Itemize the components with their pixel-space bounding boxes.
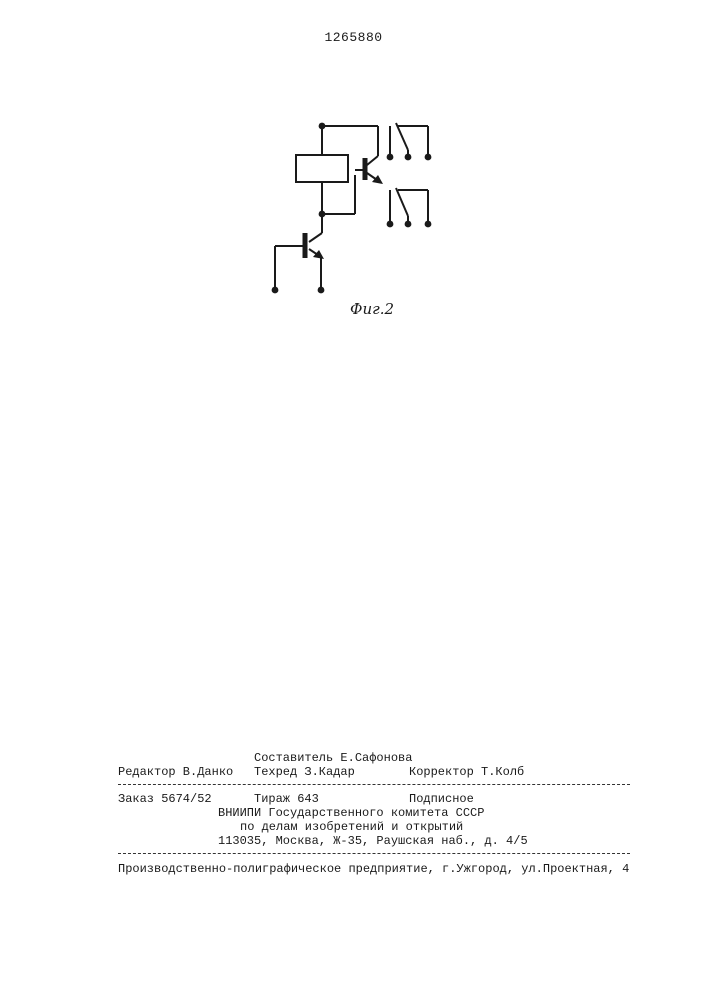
corrector-credit: Корректор Т.Колб (409, 765, 524, 779)
organization-line-2: по делам изобретений и открытий (240, 820, 463, 834)
divider-rule (118, 784, 630, 785)
divider-rule (118, 853, 630, 854)
printer-credit: Производственно-полиграфическое предприя… (118, 862, 629, 876)
editor-credit: Редактор В.Данко (118, 765, 233, 779)
organization-address: 113035, Москва, Ж-35, Раушская наб., д. … (218, 834, 528, 848)
circulation: Тираж 643 (254, 792, 319, 806)
compiler-credit: Составитель Е.Сафонова (254, 751, 412, 765)
order-number: Заказ 5674/52 (118, 792, 212, 806)
subscription-note: Подписное (409, 792, 474, 806)
techred-credit: Техред З.Кадар (254, 765, 355, 779)
organization-line-1: ВНИИПИ Государственного комитета СССР (218, 806, 484, 820)
